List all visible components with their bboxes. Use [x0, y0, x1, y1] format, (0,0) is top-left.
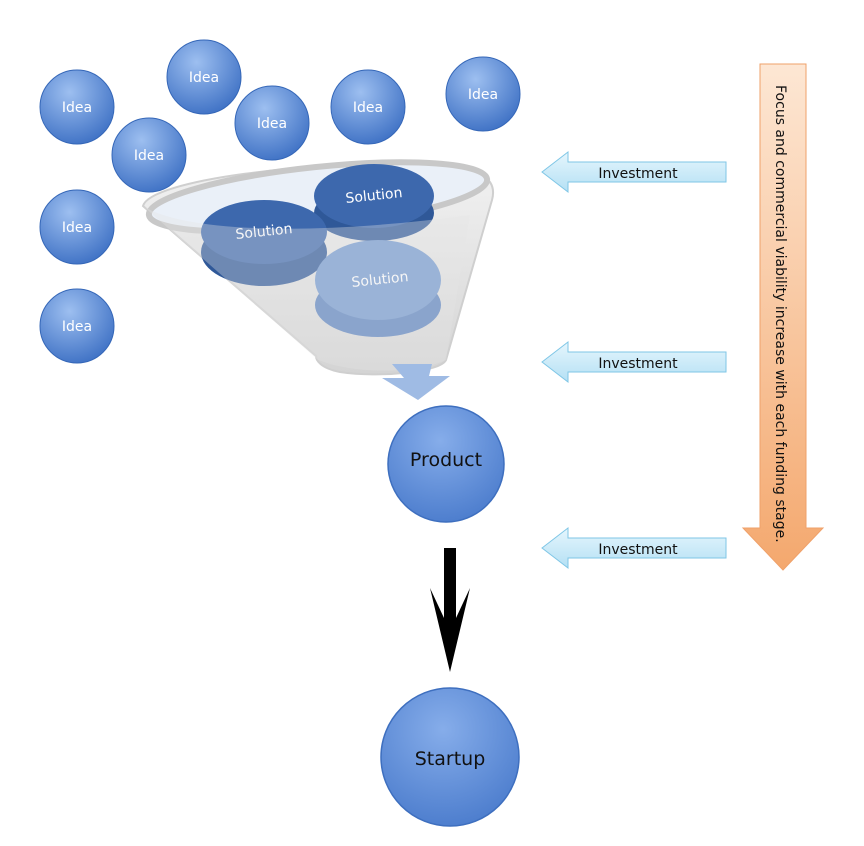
- idea-circle: Idea: [330, 69, 406, 145]
- investment-label: Investment: [598, 356, 678, 372]
- idea-circle: Idea: [39, 288, 115, 364]
- idea-label: Idea: [468, 87, 498, 103]
- product-circle: Product: [387, 405, 505, 523]
- idea-circle: Idea: [445, 56, 521, 132]
- investment-label: Investment: [598, 166, 678, 182]
- solution-label: Solution: [351, 269, 409, 291]
- funnel-outlet-arrow: [382, 364, 450, 400]
- funnel-front: [143, 206, 470, 371]
- down-arrow: [430, 548, 470, 672]
- idea-circle: Idea: [111, 117, 187, 193]
- idea-label: Idea: [353, 100, 383, 116]
- product-label: Product: [410, 449, 482, 471]
- idea-label: Idea: [257, 116, 287, 132]
- focus-label: Focus and commercial viability increase …: [772, 85, 788, 543]
- idea-label: Idea: [62, 100, 92, 116]
- idea-label: Idea: [62, 319, 92, 335]
- idea-circle: Idea: [166, 39, 242, 115]
- investment-arrow: Investment: [541, 526, 727, 570]
- solution-label: Solution: [345, 185, 403, 207]
- idea-label: Idea: [134, 148, 164, 164]
- solution-disc-3: Solution: [315, 240, 441, 337]
- startup-circle: Startup: [380, 687, 520, 827]
- idea-label: Idea: [189, 70, 219, 86]
- idea-label: Idea: [62, 220, 92, 236]
- solution-label: Solution: [235, 221, 293, 243]
- solution-disc-2: Solution: [201, 200, 327, 286]
- investment-arrow: Investment: [541, 340, 727, 384]
- idea-circle: Idea: [39, 189, 115, 265]
- investment-arrow: Investment: [541, 150, 727, 194]
- idea-circle: Idea: [234, 85, 310, 161]
- idea-circle: Idea: [39, 69, 115, 145]
- solution-disc-1: Solution: [314, 164, 434, 241]
- investment-label: Investment: [598, 542, 678, 558]
- startup-label: Startup: [415, 748, 486, 770]
- focus-arrow: Focus and commercial viability increase …: [741, 63, 825, 571]
